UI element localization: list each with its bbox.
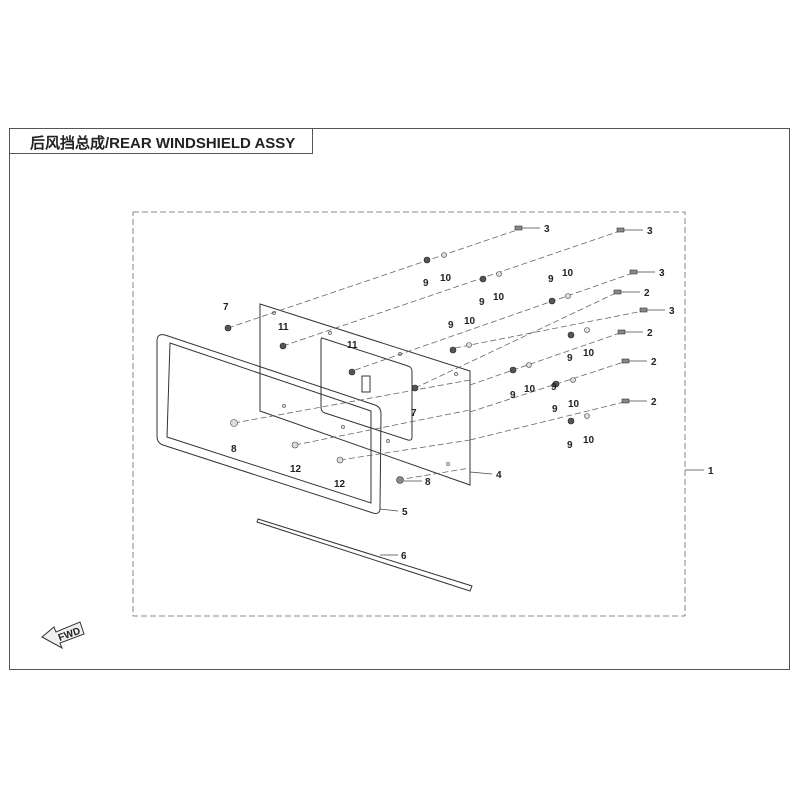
callout-10d: 10 xyxy=(464,316,476,327)
callout-3b: 3 xyxy=(647,226,653,237)
callout-10e: 10 xyxy=(583,348,595,359)
callout-3a: 3 xyxy=(544,224,550,235)
callout-3c: 3 xyxy=(659,268,665,279)
callout-11b: 11 xyxy=(347,340,358,351)
callout-7a: 7 xyxy=(223,302,229,313)
diagram-frame xyxy=(9,128,790,670)
callout-9i: 9 xyxy=(551,382,557,393)
callout-9c: 9 xyxy=(548,274,554,285)
callout-9d: 9 xyxy=(448,320,454,331)
assembly-boundary xyxy=(132,211,686,617)
glass-panel-part-4 xyxy=(259,303,471,486)
callout-12b: 12 xyxy=(334,479,346,490)
page-title: 后风挡总成/REAR WINDSHIELD ASSY xyxy=(30,135,296,152)
callout-12a: 12 xyxy=(290,464,302,475)
callout-5: 5 xyxy=(402,507,408,518)
callout-6: 6 xyxy=(401,551,407,562)
assembly-lines xyxy=(227,228,644,481)
callout-10a: 10 xyxy=(440,273,452,284)
callout-9a: 9 xyxy=(423,278,429,289)
callout-9b: 9 xyxy=(479,297,485,308)
callout-11a: 11 xyxy=(278,322,289,333)
leader-5 xyxy=(379,508,399,512)
callout-9g: 9 xyxy=(552,404,558,415)
fwd-arrow-icon: FWD xyxy=(41,621,85,650)
callout-2a: 2 xyxy=(644,288,650,299)
callout-8b: 8 xyxy=(425,477,431,488)
callout-10f: 10 xyxy=(524,384,536,395)
callout-7b: 7 xyxy=(411,408,417,419)
fwd-label: FWD xyxy=(57,626,82,644)
callout-1: 1 xyxy=(708,466,714,477)
callout-10h: 10 xyxy=(583,435,595,446)
callout-2c: 2 xyxy=(651,357,657,368)
callout-3d: 3 xyxy=(669,306,675,317)
callout-2d: 2 xyxy=(651,397,657,408)
callout-8a: 8 xyxy=(231,444,237,455)
callout-9e: 9 xyxy=(567,353,573,364)
callout-10b: 10 xyxy=(493,292,505,303)
callout-10c: 10 xyxy=(562,268,574,279)
callout-9f: 9 xyxy=(510,390,516,401)
leader-4 xyxy=(469,471,493,475)
nuts-and-washers xyxy=(224,252,590,484)
title-box xyxy=(9,128,313,154)
callout-10g: 10 xyxy=(568,399,580,410)
seal-strip-part-6 xyxy=(256,518,473,592)
window-frame-part-5 xyxy=(156,334,382,514)
callout-4: 4 xyxy=(496,470,502,481)
callout-9h: 9 xyxy=(567,440,573,451)
callout-2b: 2 xyxy=(647,328,653,339)
